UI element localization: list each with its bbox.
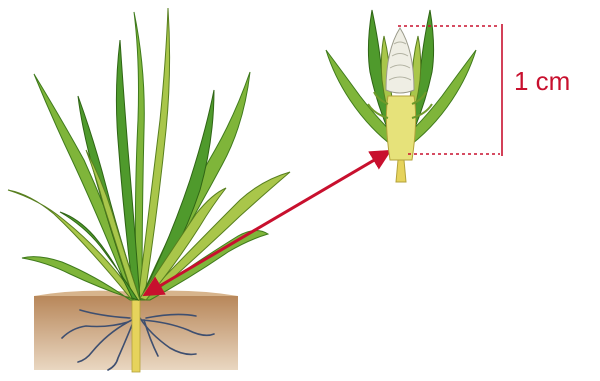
plant-stem-underground — [132, 300, 140, 372]
scale-label: 1 cm — [514, 66, 570, 97]
grass-plant — [8, 8, 290, 300]
growing-point-detail — [326, 10, 476, 182]
